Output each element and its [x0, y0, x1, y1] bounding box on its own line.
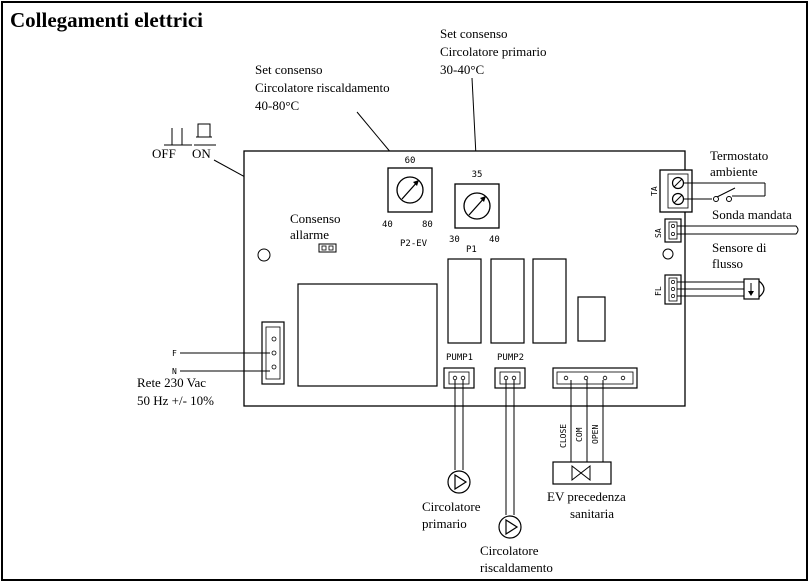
sensore-label-2: flusso	[712, 256, 743, 271]
alarm-jumper	[318, 243, 337, 253]
consenso-label-2: allarme	[290, 227, 329, 242]
consenso-label-1: Consenso	[290, 211, 341, 226]
pump2-label: PUMP2	[497, 353, 524, 363]
com-label: COM	[575, 427, 584, 442]
p1-label: P1	[466, 245, 477, 255]
off-on-switch-icon	[164, 123, 216, 146]
rete-label-2: 50 Hz +/- 10%	[137, 393, 214, 408]
relay-4	[577, 296, 606, 342]
rete-label-1: Rete 230 Vac	[137, 375, 206, 390]
p2-scale-left: 40	[382, 220, 393, 230]
circ-risc-label-2: riscaldamento	[480, 560, 553, 575]
pump2-connector	[494, 367, 526, 389]
n-label: N	[172, 367, 177, 376]
circ-prim-label-2: primario	[422, 516, 467, 531]
set-risc-label-3: 40-80°C	[255, 98, 299, 113]
p2-ev-label: P2-EV	[400, 239, 428, 249]
sonda-probe-icon	[677, 225, 799, 235]
set-risc-label-1: Set consenso	[255, 62, 323, 77]
ev-label-1: EV precedenza	[547, 489, 626, 504]
pump-primario-icon	[447, 470, 471, 494]
callout-line-p1	[471, 77, 477, 157]
valve-connector	[552, 367, 638, 389]
off-label: OFF	[152, 146, 176, 161]
sensore-label-1: Sensore di	[712, 240, 767, 255]
p2-scale-top: 60	[405, 156, 416, 166]
close-label: CLOSE	[559, 424, 568, 448]
sa-connector	[664, 218, 682, 243]
sa-label: SA	[654, 228, 663, 238]
set-risc-label-2: Circolatore riscaldamento	[255, 80, 390, 95]
diagram-title: Collegamenti elettrici	[10, 8, 203, 32]
termostato-label-2: ambiente	[710, 164, 758, 179]
termostato-label-1: Termostato	[710, 148, 768, 163]
sonda-label: Sonda mandata	[712, 207, 792, 222]
set-prim-label-2: Circolatore primario	[440, 44, 547, 59]
pump-riscaldamento-icon	[498, 515, 522, 539]
fl-label: FL	[654, 286, 663, 296]
open-label: OPEN	[591, 425, 600, 444]
p1-scale-right: 40	[489, 235, 500, 245]
potentiometer-p2-ev	[387, 167, 433, 213]
relay-1	[447, 258, 482, 344]
valve-icon	[552, 461, 612, 485]
transformer	[297, 283, 438, 387]
relay-2	[490, 258, 525, 344]
ta-label: TA	[650, 186, 659, 196]
circ-risc-label-1: Circolatore	[480, 543, 539, 558]
relay-3	[532, 258, 567, 344]
mounting-hole-right	[662, 248, 674, 260]
flow-sensor-icon	[677, 278, 765, 300]
p2-scale-right: 80	[422, 220, 433, 230]
pump1-label: PUMP1	[446, 353, 473, 363]
p1-scale-left: 30	[449, 235, 460, 245]
p1-scale-top: 35	[472, 170, 483, 180]
ta-terminal-block	[659, 169, 693, 213]
pump1-connector	[443, 367, 475, 389]
circ-prim-label-1: Circolatore	[422, 499, 481, 514]
mounting-hole-left	[257, 248, 271, 262]
f-label: F	[172, 349, 177, 358]
on-label: ON	[192, 146, 211, 161]
thermostat-switch-icon	[684, 182, 766, 202]
ev-label-2: sanitaria	[570, 506, 614, 521]
set-prim-label-3: 30-40°C	[440, 62, 484, 77]
set-prim-label-1: Set consenso	[440, 26, 508, 41]
potentiometer-p1	[454, 183, 500, 229]
